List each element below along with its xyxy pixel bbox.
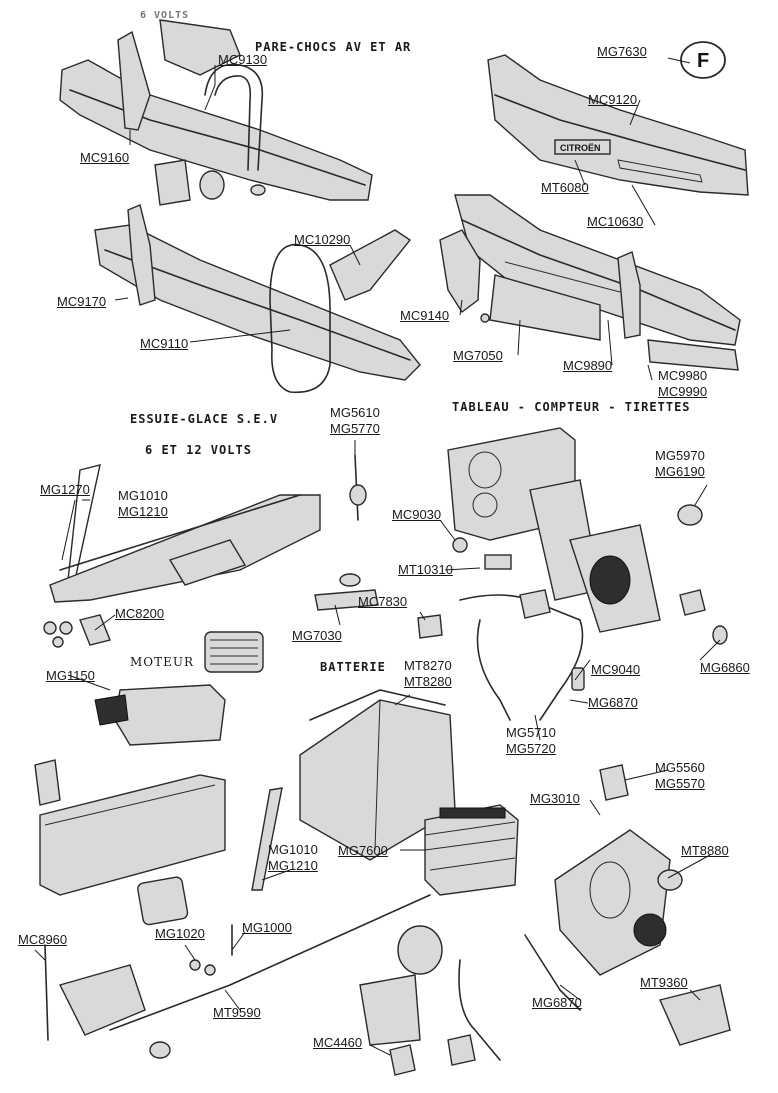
label-mg5710-mg5720: MG5710 MG5720 [506, 725, 556, 757]
label-mc9140: MC9140 [400, 308, 450, 323]
label-mg1000: MG1000 [242, 920, 292, 935]
label-mc9890: MC9890 [563, 358, 613, 373]
label-mc9160: MC9160 [80, 150, 130, 165]
label-mc10290: MC10290 [294, 232, 351, 247]
label-mc10630: MC10630 [587, 214, 644, 229]
label-mg5970: MG5970 [655, 448, 705, 463]
heading-battery: BATTERIE [320, 660, 386, 674]
label-mc9170: MC9170 [57, 294, 107, 309]
heading-bumpers: PARE-CHOCS AV ET AR [255, 40, 412, 54]
label-mt8880: MT8880 [681, 843, 729, 858]
label-mg5970-mg6190: MG5970 MG6190 [655, 448, 705, 480]
label-mt8270: MT8270 [404, 658, 452, 673]
label-mc8960: MC8960 [18, 932, 68, 947]
label-mg5710: MG5710 [506, 725, 556, 740]
heading-motor: MOTEUR [130, 655, 195, 669]
heading-dashboard: TABLEAU - COMPTEUR - TIRETTES [452, 400, 691, 414]
label-mg1010-lower: MG1010 [268, 842, 318, 857]
label-mg6870-upper: MG6870 [588, 695, 638, 710]
front-bumper-right [439, 194, 741, 371]
label-mc4460: MC4460 [313, 1035, 363, 1050]
label-mc9110: MC9110 [140, 336, 189, 351]
dashboard-panel [447, 427, 706, 633]
label-mg7030: MG7030 [292, 628, 342, 643]
battery [424, 804, 519, 896]
label-mg5560-mg5570: MG5560 MG5570 [655, 760, 705, 792]
label-mg5570: MG5570 [655, 776, 705, 791]
switch-bracket [314, 454, 443, 639]
leader-lines [34, 57, 721, 1056]
label-mt10310: MT10310 [398, 562, 453, 577]
speedometer-cable [359, 925, 731, 1076]
front-bumper-top-left [59, 19, 373, 206]
wiper-assembly [43, 464, 321, 648]
label-mg1010-upper: MG1010 [118, 488, 168, 503]
label-mt8280: MT8280 [404, 674, 452, 689]
rear-bumper-right: F CITROËN [487, 41, 749, 196]
label-mc9120: MC9120 [588, 92, 638, 107]
label-mc9130: MC9130 [218, 52, 268, 67]
wiper-motor [94, 631, 264, 746]
rear-bumper-left [94, 204, 421, 394]
heading-wipers-voltage: 6 ET 12 VOLTS [145, 443, 252, 457]
citroen-badge: CITROËN [560, 143, 601, 153]
label-mg7050: MG7050 [453, 348, 503, 363]
label-mg7600: MG7600 [338, 843, 388, 858]
label-mc9990: MC9990 [658, 384, 708, 399]
label-mg3010: MG3010 [530, 791, 580, 806]
label-mg1150: MG1150 [46, 668, 95, 683]
label-mg6870-lower: MG6870 [532, 995, 582, 1010]
label-mc9030: MC9030 [392, 507, 442, 522]
label-mt8270-mt8280: MT8270 MT8280 [404, 658, 452, 690]
country-badge-letter: F [697, 50, 709, 72]
label-mg1020: MG1020 [155, 926, 205, 941]
label-mc9980: MC9980 [658, 368, 708, 383]
label-mt6080: MT6080 [541, 180, 589, 195]
wiring-harness [459, 589, 728, 721]
label-mc9980-mc9990: MC9980 MC9990 [658, 368, 707, 400]
label-mg5720: MG5720 [506, 741, 556, 756]
label-mg1210-lower: MG1210 [268, 858, 318, 873]
label-mc8200: MC8200 [115, 606, 165, 621]
label-mg7630: MG7630 [597, 44, 647, 59]
label-mg6190: MG6190 [655, 464, 705, 479]
label-mt9590: MT9590 [213, 1005, 261, 1020]
label-mg5770: MG5770 [330, 421, 380, 436]
linkage-rod [44, 894, 431, 1059]
label-mg1010-mg1210-lower: MG1010 MG1210 [268, 842, 318, 874]
label-mc7830: MC7830 [358, 594, 408, 609]
label-mg1270: MG1270 [40, 482, 90, 497]
label-mg5560: MG5560 [655, 760, 705, 775]
windscreen-glass [34, 759, 226, 926]
label-mg1010-mg1210-upper: MG1010 MG1210 [118, 488, 168, 520]
label-mc9040: MC9040 [591, 662, 641, 677]
label-mg5610-mg5770: MG5610 MG5770 [330, 405, 380, 437]
label-mg1210-upper: MG1210 [118, 504, 168, 519]
label-mt9360: MT9360 [640, 975, 688, 990]
label-mg6860: MG6860 [700, 660, 750, 675]
heading-wipers: ESSUIE-GLACE S.E.V [130, 412, 279, 426]
label-mg5610: MG5610 [330, 405, 380, 420]
partial-top-heading: 6 VOLTS [140, 10, 190, 21]
instrument-plate [554, 764, 683, 976]
